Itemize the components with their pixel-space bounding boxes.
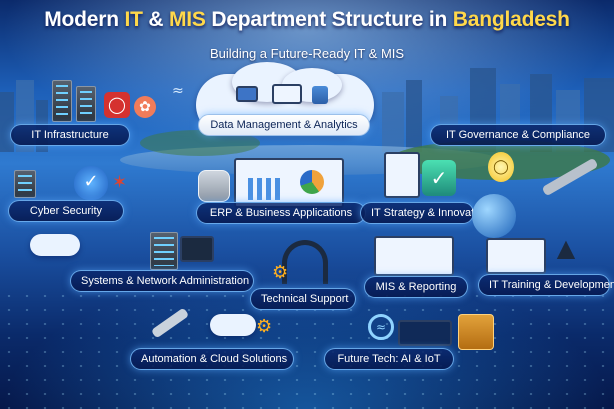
- section-technical-support: Technical Support: [250, 288, 356, 310]
- section-it-strategy: IT Strategy & Innovation: [360, 202, 489, 224]
- bar-chart-icon: [248, 178, 284, 200]
- section-it-training: IT Training & Development: [478, 274, 614, 296]
- headset-icon: [282, 240, 328, 284]
- bar-chart-icon: [398, 320, 452, 346]
- iot-chip-icon: [458, 314, 494, 350]
- shield-icon: ✓: [74, 166, 108, 200]
- section-mis-reporting: MIS & Reporting: [364, 276, 468, 298]
- city-building: [406, 80, 422, 152]
- server-icon: [150, 232, 178, 270]
- cloud-icon: [210, 314, 256, 336]
- bar-chart-icon: [374, 236, 454, 276]
- globe-icon: [472, 194, 516, 238]
- title-accent: Bangladesh: [452, 8, 570, 31]
- shield-icon: ✓: [422, 160, 456, 196]
- section-automation-cloud: Automation & Cloud Solutions: [130, 348, 294, 370]
- graduation-cap-icon: ▲: [556, 234, 576, 262]
- server-icon: [14, 170, 36, 198]
- bug-icon: ✶: [112, 172, 128, 193]
- section-cyber-security: Cyber Security: [8, 200, 124, 222]
- section-it-governance: IT Governance & Compliance: [430, 124, 606, 146]
- lock-icon: ◯: [104, 92, 130, 118]
- checklist-icon: [384, 152, 420, 198]
- wifi-icon: ≈: [172, 83, 184, 99]
- section-erp: ERP & Business Applications: [196, 202, 366, 224]
- brain-icon: ✿: [134, 96, 156, 118]
- section-systems-network: Systems & Network Administration: [70, 270, 254, 292]
- lightbulb-icon: ◯: [488, 152, 514, 182]
- section-future-tech: Future Tech: AI & IoT: [324, 348, 454, 370]
- monitor-icon: [180, 236, 214, 262]
- server-icon: [236, 86, 258, 102]
- title-accent: MIS: [168, 8, 206, 31]
- title-text: &: [142, 8, 169, 31]
- title-accent: IT: [124, 8, 143, 31]
- city-building: [0, 92, 14, 152]
- title-text: Modern: [44, 8, 125, 31]
- page-subtitle: Building a Future-Ready IT & MIS: [209, 46, 405, 61]
- gear-icon: ⚙: [272, 262, 289, 283]
- city-building: [382, 92, 404, 152]
- dashboard-icon: [272, 84, 302, 104]
- wifi-icon: ≈: [368, 314, 394, 340]
- pie-chart-icon: [300, 170, 324, 194]
- page-title: Modern IT & MIS Department Structure in …: [0, 8, 614, 32]
- section-it-infrastructure: IT Infrastructure: [10, 124, 130, 146]
- title-text: Department Structure in: [205, 8, 453, 31]
- gear-icon: ⚙: [256, 316, 273, 337]
- presentation-icon: [486, 238, 546, 274]
- section-data-management: Data Management & Analytics: [198, 114, 370, 136]
- bar-chart-icon: [312, 86, 328, 104]
- server-icon: [52, 80, 72, 122]
- cloud-icon: [30, 234, 80, 256]
- server-icon: [76, 86, 96, 122]
- database-icon: [198, 170, 230, 202]
